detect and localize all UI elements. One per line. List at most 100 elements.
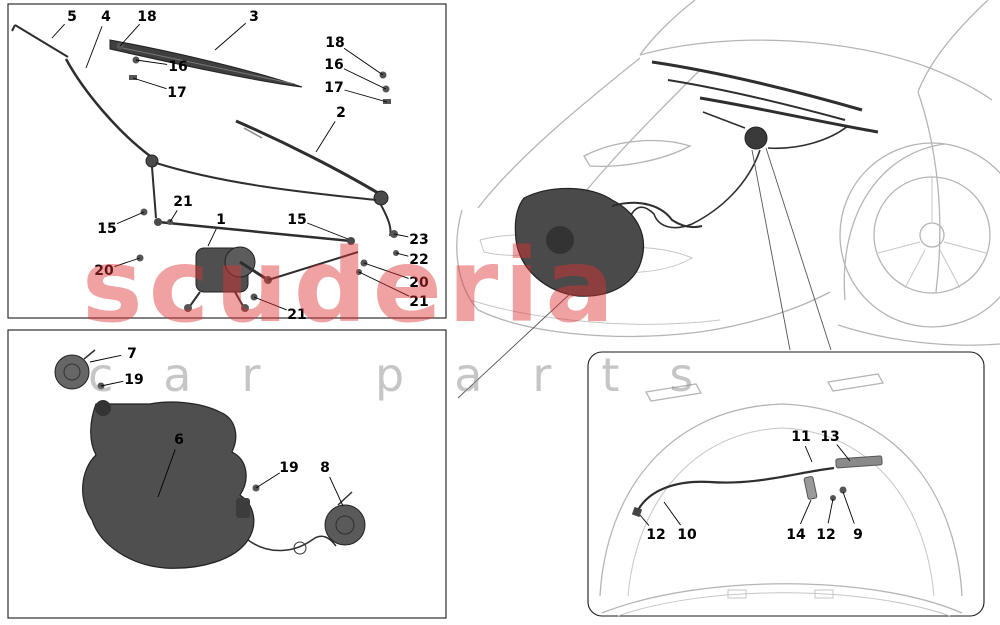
car-wiper-washer-highlight [514, 60, 879, 297]
callout-leader-line [255, 472, 280, 489]
car-wiper-link [702, 111, 746, 129]
hood-outline [599, 403, 963, 597]
callout-number-9[interactable]: 9 [853, 527, 863, 543]
callout-leader-line [842, 491, 855, 524]
wheel-tire [839, 142, 1000, 328]
wiper-blade-spine [117, 46, 296, 85]
callout-number-22[interactable]: 22 [409, 252, 428, 268]
callout-number-14[interactable]: 14 [786, 527, 806, 543]
callout-number-3[interactable]: 3 [249, 9, 259, 25]
callouts-washer-horn: 7 19 6 19 8 [89, 346, 344, 507]
callout-number-23[interactable]: 23 [409, 232, 428, 248]
callout-leader-line [329, 476, 344, 507]
callout-leader-line [85, 26, 103, 69]
connector-lines [457, 147, 832, 399]
callout-number-18[interactable]: 18 [325, 35, 344, 51]
callout-number-18[interactable]: 18 [137, 9, 156, 25]
pivot-link [380, 204, 392, 237]
callout-leader-line [343, 68, 387, 90]
callout-number-21[interactable]: 21 [409, 294, 428, 310]
headlight [583, 139, 692, 167]
callout-leader-line [157, 449, 176, 498]
wiper-blade-small [11, 24, 69, 58]
callout-number-7[interactable]: 7 [127, 346, 137, 362]
callouts-hood: 11 13 12 10 14 12 9 [639, 429, 863, 543]
callout-leader-line [836, 444, 851, 462]
connector-to-hood-panel-2 [765, 147, 832, 351]
callout-leader-line [132, 77, 167, 90]
callout-leader-line [804, 445, 813, 463]
callout-number-6[interactable]: 6 [174, 432, 184, 448]
callouts-wiper: 5 4 18 3 16 17 18 16 17 2 15 21 1 15 20 23 22 20 21 21 [51, 9, 429, 323]
washer-horn-art [54, 349, 366, 569]
car-wiper-arm [667, 79, 846, 121]
washer-jet-tube [636, 466, 835, 513]
car-wiper-blade-1 [651, 60, 863, 112]
callout-leader-line [100, 380, 124, 387]
callout-number-15[interactable]: 15 [97, 221, 116, 237]
callout-leader-line [395, 252, 409, 257]
horn-hose [247, 535, 337, 552]
rod-end-right [347, 237, 355, 245]
callout-number-12[interactable]: 12 [816, 527, 835, 543]
callout-number-19[interactable]: 19 [279, 460, 298, 476]
callout-leader-line [827, 498, 834, 524]
callout-number-11[interactable]: 11 [791, 429, 810, 445]
bumper-outline [456, 209, 831, 338]
car-harness-right [767, 125, 849, 150]
callout-leader-line [358, 271, 410, 297]
horn-low-swirl [335, 515, 355, 535]
callout-number-17[interactable]: 17 [324, 80, 343, 96]
car-washer-reservoir [514, 187, 644, 297]
callout-number-2[interactable]: 2 [336, 105, 346, 121]
rod-end-left [154, 218, 162, 226]
wheel-spokes [877, 177, 987, 289]
cowl-fitting-left [727, 589, 747, 599]
connector-to-hood-panel-1 [751, 149, 791, 351]
callout-number-5[interactable]: 5 [67, 9, 77, 25]
front-splitter [469, 299, 721, 325]
callout-leader-line [51, 23, 65, 39]
hood-crease-left [477, 57, 641, 209]
callout-leader-line [344, 89, 388, 103]
callout-number-16[interactable]: 16 [324, 57, 343, 73]
car-wiper-motor [744, 126, 768, 150]
callout-leader-line [253, 296, 287, 311]
link-rod-b [267, 251, 359, 281]
nut-9 [839, 486, 847, 494]
hood-detail-panel [587, 351, 985, 617]
callout-number-12[interactable]: 12 [646, 527, 665, 543]
washer-horn-panel [7, 329, 447, 619]
callout-number-10[interactable]: 10 [677, 527, 697, 543]
callout-leader-line [135, 59, 168, 65]
washer-17-left [129, 75, 137, 80]
hood-art [599, 373, 963, 617]
filler-cap [95, 400, 111, 416]
callout-number-16[interactable]: 16 [168, 59, 187, 75]
callout-number-15[interactable]: 15 [287, 212, 306, 228]
washer-17-right [383, 99, 391, 104]
callout-number-8[interactable]: 8 [320, 460, 330, 476]
pivot-right [373, 190, 389, 206]
horn-high [54, 354, 90, 390]
grommet-12-right [830, 495, 836, 501]
callout-number-13[interactable]: 13 [820, 429, 839, 445]
rocker-line [837, 324, 1000, 346]
cowl-line-1 [601, 583, 963, 614]
callout-number-4[interactable]: 4 [101, 9, 111, 25]
wiper-assembly-panel [7, 3, 447, 319]
wiper-arm-large [235, 119, 384, 198]
callout-number-20[interactable]: 20 [409, 275, 429, 291]
cowl-fitting-right [814, 589, 834, 599]
washer-pump [236, 498, 250, 518]
callout-number-21[interactable]: 21 [287, 307, 306, 323]
callout-number-20[interactable]: 20 [94, 263, 114, 279]
callout-number-19[interactable]: 19 [124, 372, 143, 388]
callout-number-21[interactable]: 21 [173, 194, 192, 210]
callout-number-17[interactable]: 17 [167, 85, 186, 101]
car-overview-art [456, 0, 1000, 346]
callout-leader-line [214, 22, 247, 51]
nozzle-strip-13 [835, 455, 883, 469]
callout-number-1[interactable]: 1 [216, 212, 226, 228]
